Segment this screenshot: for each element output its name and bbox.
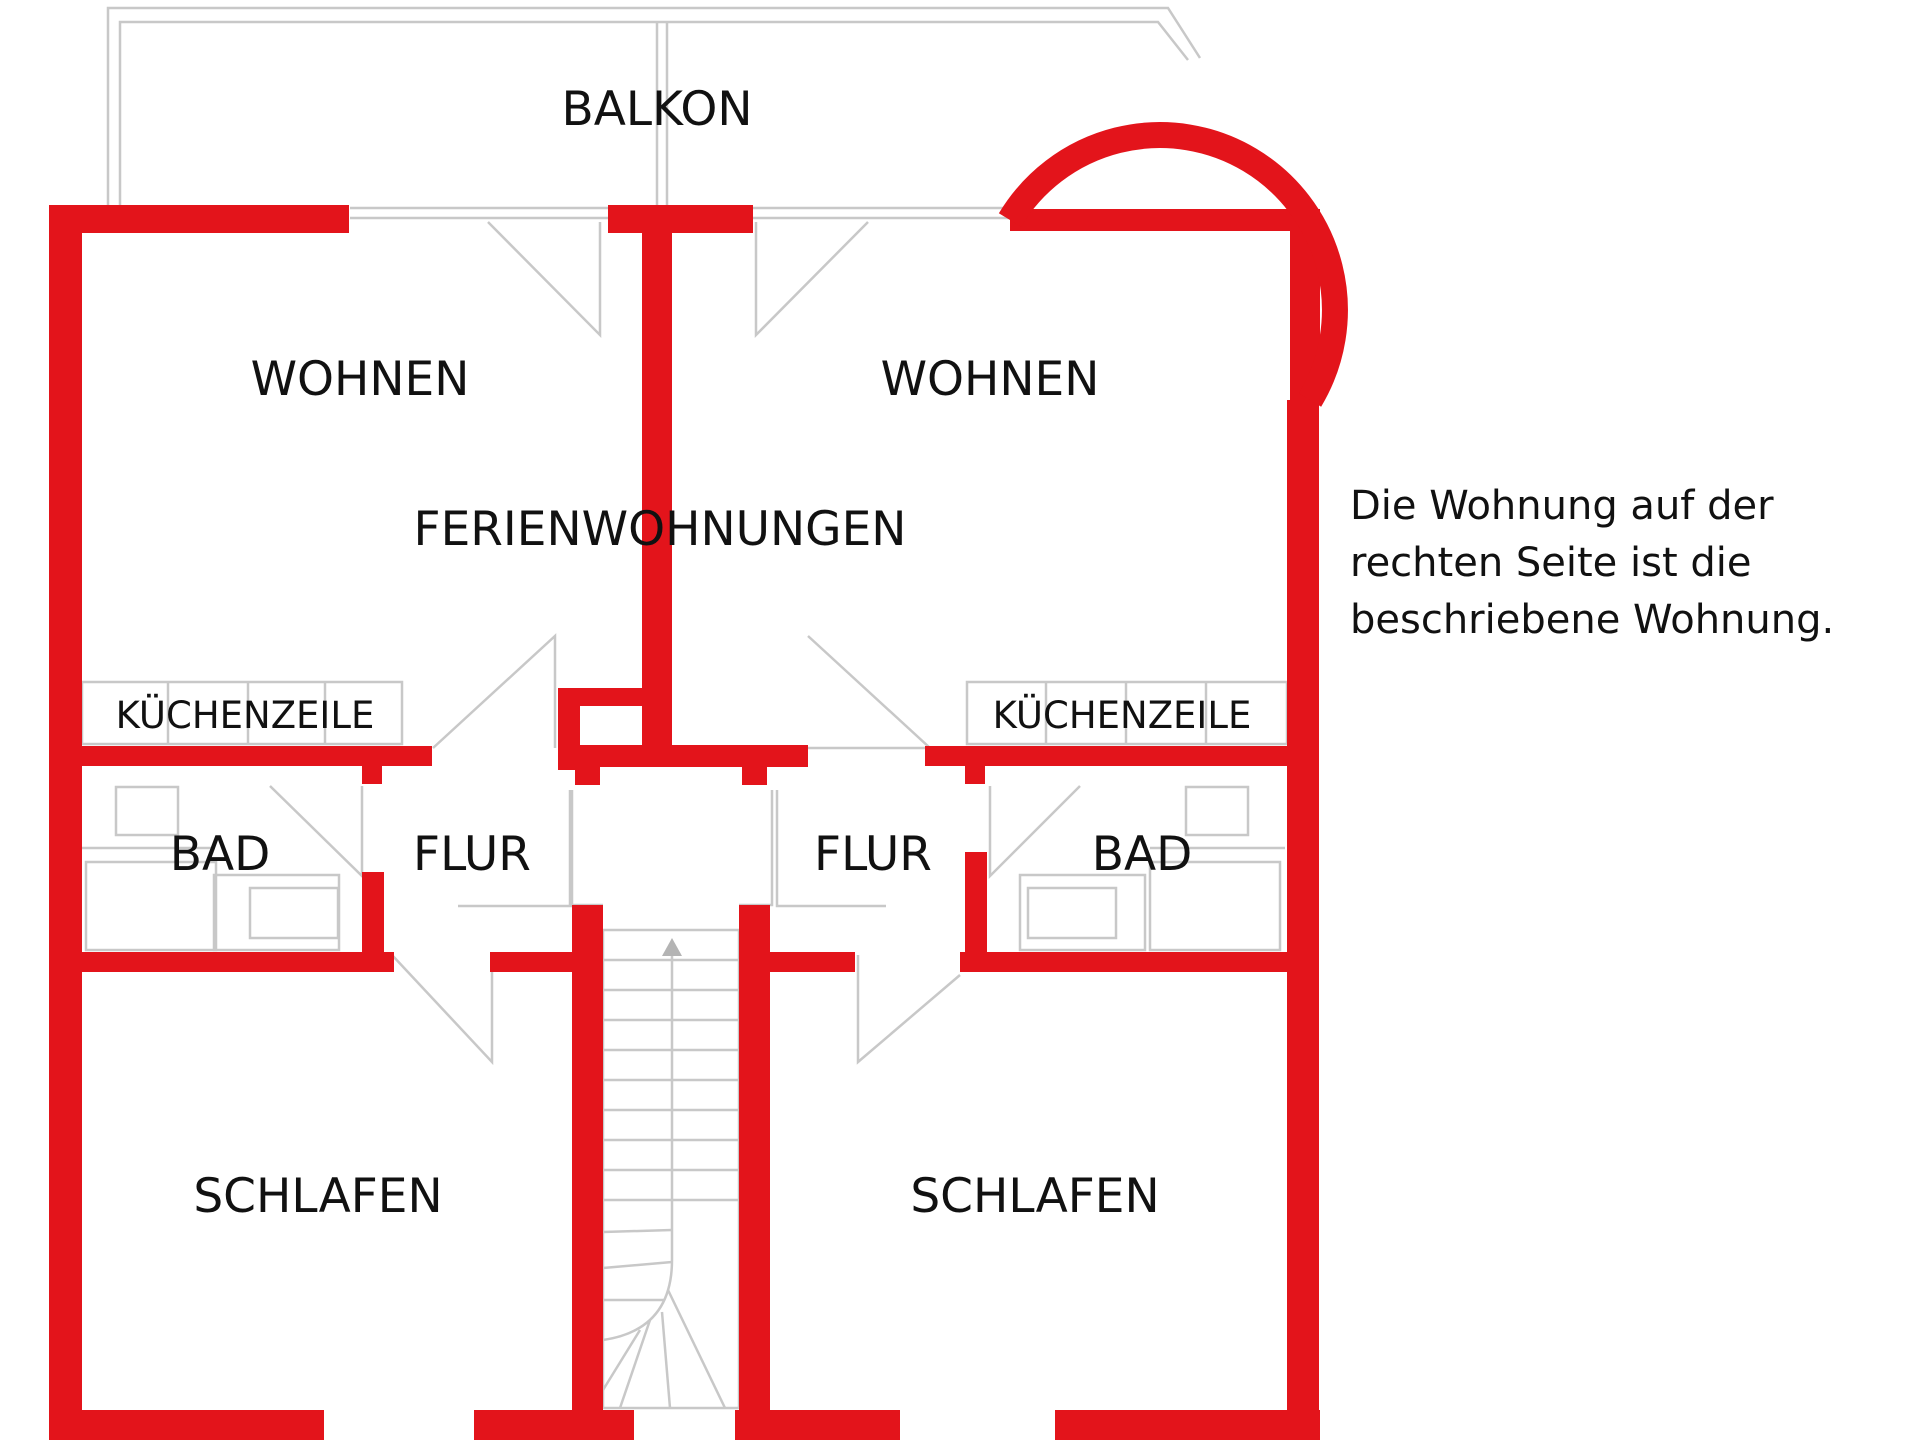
note-line-2: rechten Seite ist die (1350, 540, 1752, 586)
label-wohnen-left: WOHNEN (251, 352, 470, 407)
label-ferienwohnungen: FERIENWOHNUNGEN (414, 502, 907, 557)
label-schlafen-left: SCHLAFEN (193, 1169, 442, 1224)
door-swings (269, 221, 1081, 1066)
bathroom-fixtures (82, 785, 1285, 952)
staircase (601, 928, 741, 1410)
label-flur-left: FLUR (413, 827, 531, 882)
label-bad-left: BAD (170, 827, 271, 882)
label-bad-right: BAD (1092, 827, 1193, 882)
balcony-outline (106, 6, 1202, 220)
note-line-3: beschriebene Wohnung. (1350, 597, 1835, 643)
label-flur-right: FLUR (814, 827, 932, 882)
apartment-note: Die Wohnung auf der rechten Seite ist di… (1350, 478, 1890, 649)
landing-outline (568, 790, 774, 907)
label-wohnen-right: WOHNEN (881, 352, 1100, 407)
note-line-1: Die Wohnung auf der (1350, 483, 1774, 529)
room-labels: BALKON WOHNEN WOHNEN FERIENWOHNUNGEN KÜC… (116, 82, 1252, 1224)
label-schlafen-right: SCHLAFEN (910, 1169, 1159, 1224)
label-kuechenzeile-right: KÜCHENZEILE (993, 694, 1252, 737)
label-balkon: BALKON (562, 82, 753, 137)
label-kuechenzeile-left: KÜCHENZEILE (116, 694, 375, 737)
walls (49, 122, 1348, 1440)
